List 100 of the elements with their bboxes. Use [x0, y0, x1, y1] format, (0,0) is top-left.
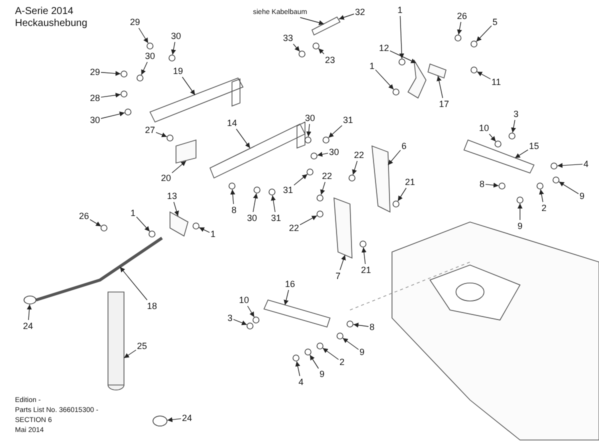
washer-symbol	[252, 316, 260, 324]
end-cap-symbol	[152, 416, 168, 426]
callout-number: 13	[167, 191, 178, 201]
title: A-Serie 2014	[15, 6, 74, 18]
leader-line	[352, 160, 358, 176]
bolt-symbol	[470, 40, 478, 48]
washer-symbol	[124, 108, 132, 116]
nut-symbol	[392, 200, 400, 208]
callout-number: 9	[518, 221, 523, 231]
callout-number: 26	[79, 211, 90, 221]
lift-arm	[263, 300, 331, 328]
leader-line	[476, 25, 492, 42]
leader-line	[340, 254, 346, 270]
leader-line	[141, 62, 148, 76]
callout-number: 31	[283, 185, 294, 195]
callout-number: 3	[228, 313, 233, 323]
callout-number: 8	[480, 179, 485, 189]
callout-number: 5	[492, 17, 498, 27]
leader-line	[300, 17, 324, 26]
leader-line	[167, 417, 182, 422]
callout-number: 31	[271, 213, 282, 223]
callout-number: 8	[370, 322, 375, 332]
pin-symbol	[292, 354, 300, 362]
callout-number: 30	[247, 213, 258, 223]
lift-shaft	[36, 236, 163, 302]
callout-number: 25	[137, 341, 148, 351]
callout-number: 2	[542, 203, 547, 213]
callout-number: 1	[398, 5, 403, 15]
leader-line	[390, 50, 416, 64]
washer-symbol	[192, 222, 200, 230]
callout-number: 30	[171, 31, 182, 41]
leader-line	[295, 361, 300, 376]
callout-number: 22	[322, 171, 332, 181]
washer-symbol	[298, 50, 306, 58]
washer-symbol	[336, 332, 344, 340]
washer-symbol	[552, 176, 560, 184]
callout-number: 20	[161, 173, 172, 183]
callout-number: 1	[130, 208, 136, 218]
leader-line	[292, 44, 300, 52]
nut-symbol	[470, 66, 478, 74]
washer-symbol	[146, 42, 154, 50]
leader-line	[100, 112, 125, 119]
bracket-part	[176, 139, 196, 164]
leader-line	[557, 162, 583, 168]
washer-symbol	[312, 42, 320, 50]
callout-number: 6	[402, 141, 407, 151]
callout-number: 30	[305, 113, 316, 123]
callout-number: 7	[336, 271, 341, 281]
callout-number: 9	[580, 191, 585, 201]
end-cap-symbol	[24, 296, 36, 304]
leader-line	[375, 69, 394, 90]
leader-line	[342, 338, 359, 350]
leader-line	[156, 132, 168, 138]
leader-line	[388, 150, 401, 166]
leader-line	[173, 202, 179, 216]
washer-symbol	[168, 54, 176, 62]
leader-line	[558, 181, 579, 194]
bolt-symbol	[246, 322, 254, 330]
callout-number: 14	[227, 118, 238, 128]
callout-number: 9	[320, 369, 325, 379]
washer-symbol	[494, 140, 502, 148]
leader-line	[398, 188, 407, 202]
subtitle: Heckaushebung	[15, 18, 88, 30]
callout-number: 18	[147, 301, 158, 311]
nut-symbol	[360, 240, 366, 248]
bushing-symbol	[316, 342, 324, 350]
bolt-symbol	[120, 90, 128, 98]
callout-number: 23	[325, 55, 336, 65]
leader-line	[171, 42, 176, 55]
bolt-symbol	[120, 70, 128, 78]
callout-number: 21	[361, 265, 372, 275]
tube-part	[108, 292, 124, 390]
callout-number: 8	[232, 205, 237, 215]
washer-symbol	[136, 74, 144, 82]
leader-line	[182, 76, 196, 96]
lever-part	[170, 211, 188, 237]
callout-number: 26	[457, 11, 468, 21]
leader-line	[310, 354, 319, 369]
washer-symbol	[304, 348, 312, 356]
callout-number: 30	[145, 51, 156, 61]
callout-number: 24	[23, 321, 34, 331]
callout-number: 4	[584, 159, 589, 169]
washer-symbol	[310, 152, 318, 160]
plate-part	[334, 197, 352, 259]
bracket-bar	[210, 121, 306, 179]
leader-line	[518, 203, 522, 220]
nut-symbol	[306, 168, 314, 176]
washer-symbol	[254, 186, 260, 194]
bolt-symbol	[508, 132, 516, 140]
leader-line	[353, 322, 369, 328]
leader-line	[488, 134, 496, 142]
bushing-symbol	[536, 182, 544, 190]
washer-symbol	[398, 58, 406, 66]
callout-number: 30	[329, 147, 340, 157]
callout-number: 22	[289, 223, 300, 233]
washer-symbol	[148, 230, 156, 238]
washer-symbol	[392, 88, 400, 96]
pin-symbol	[100, 224, 108, 232]
bolt-symbol	[166, 134, 174, 142]
pin-symbol	[550, 162, 558, 170]
